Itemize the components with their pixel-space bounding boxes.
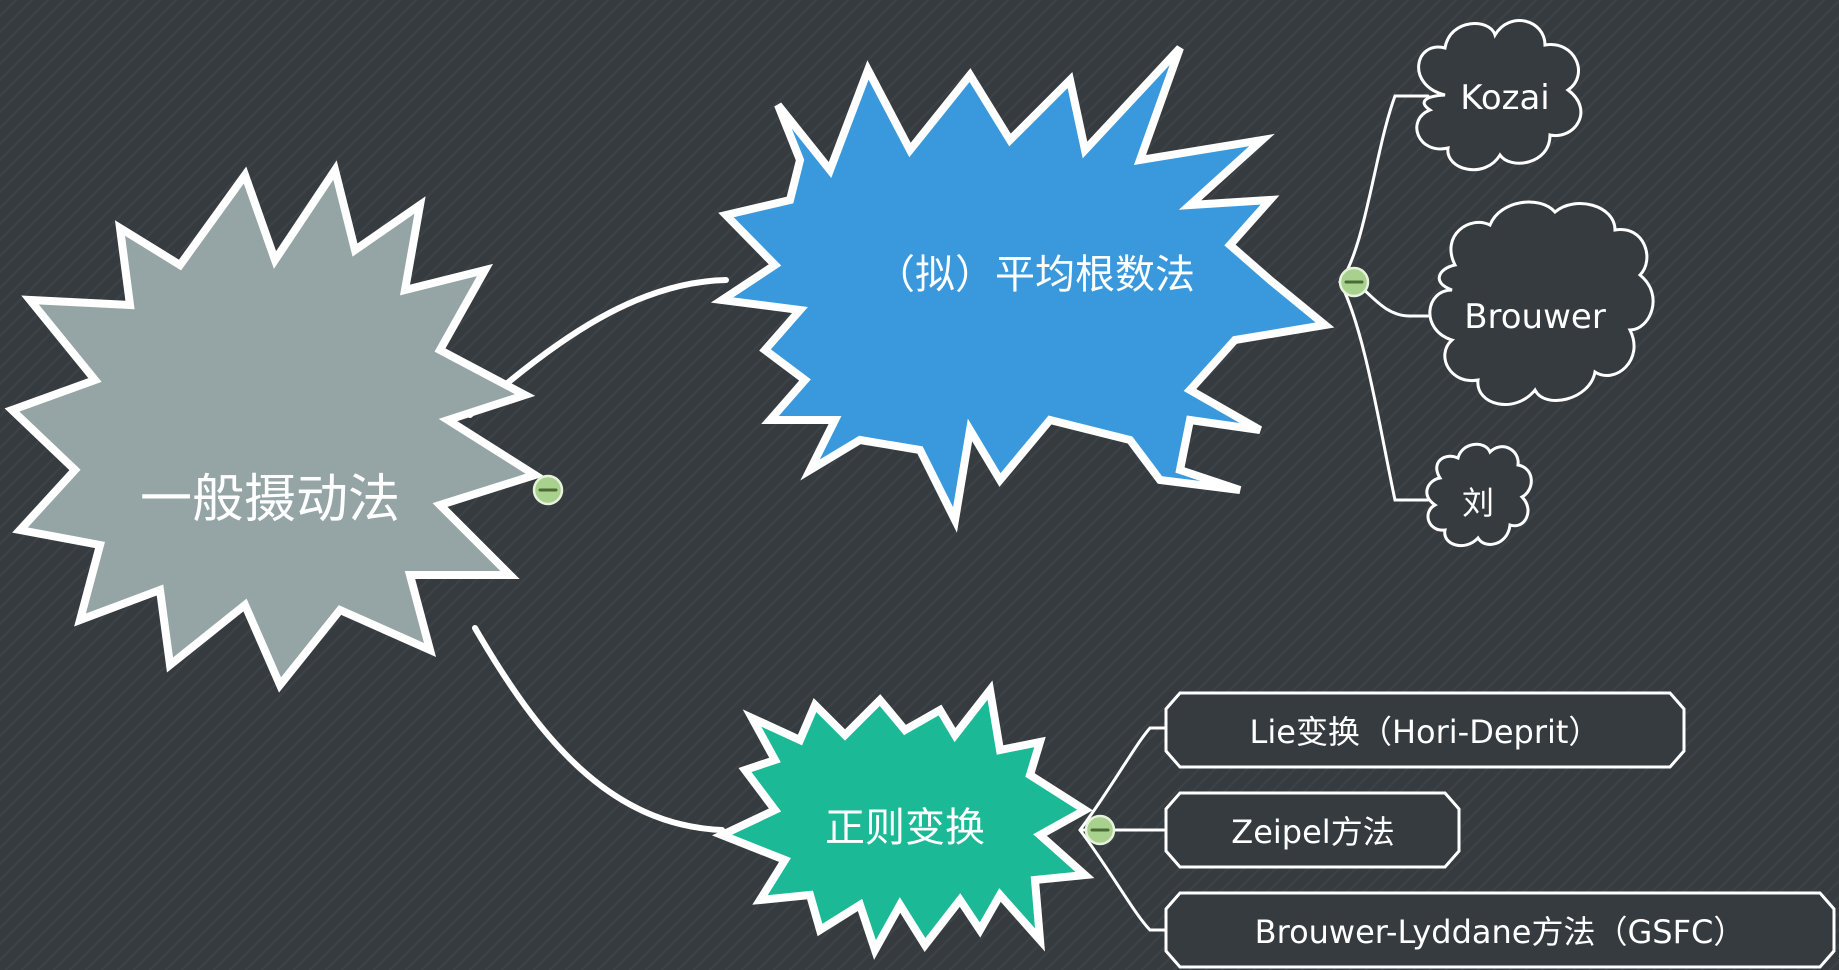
branch-node-canonical[interactable]: 正则变换 [711, 680, 1095, 960]
connector-canonical-to-lyddane [1078, 828, 1170, 932]
collapse-minus-icon[interactable] [1338, 266, 1370, 298]
root-starburst-shape [4, 160, 545, 693]
zeipel-label: Zeipel方法 [1231, 813, 1394, 851]
liu-cloud-shape [1425, 442, 1533, 548]
child-node-lie-transform[interactable]: Lie变换（Hori-Deprit） [1164, 691, 1686, 769]
root-label: 一般摄动法 [140, 470, 400, 530]
connector-root-to-canonical [472, 625, 725, 833]
connector-averaging-to-kozai [1338, 94, 1430, 284]
child-node-liu[interactable]: 刘 [1425, 442, 1533, 548]
collapse-minus-icon[interactable] [532, 474, 564, 506]
branch-node-averaging[interactable]: （拟）平均根数法 [710, 45, 1335, 533]
averaging-explosion-shape [710, 45, 1335, 533]
child-node-brouwer[interactable]: Brouwer [1428, 200, 1655, 406]
collapse-minus-icon[interactable] [1084, 814, 1116, 846]
child-node-zeipel[interactable]: Zeipel方法 [1164, 791, 1461, 869]
averaging-label: （拟）平均根数法 [875, 252, 1195, 298]
root-node[interactable]: 一般摄动法 [4, 160, 545, 693]
liu-label: 刘 [1462, 484, 1494, 522]
lie-transform-label: Lie变换（Hori-Deprit） [1250, 713, 1601, 751]
connector-canonical-to-lie [1078, 726, 1170, 832]
brouwer-cloud-shape [1428, 200, 1655, 406]
kozai-label: Kozai [1460, 78, 1550, 118]
connector-averaging-to-liu [1338, 280, 1430, 502]
brouwer-label: Brouwer [1464, 297, 1606, 337]
kozai-cloud-shape [1415, 19, 1583, 172]
child-node-kozai[interactable]: Kozai [1415, 19, 1583, 172]
canonical-explosion-shape [711, 680, 1095, 960]
canonical-label: 正则变换 [825, 805, 985, 851]
brouwer-lyddane-label: Brouwer-Lyddane方法（GSFC） [1255, 913, 1746, 951]
lie-transform-box-shape [1164, 691, 1686, 769]
brouwer-lyddane-box-shape [1164, 891, 1836, 969]
child-node-brouwer-lyddane[interactable]: Brouwer-Lyddane方法（GSFC） [1164, 891, 1836, 969]
zeipel-box-shape [1164, 791, 1461, 869]
